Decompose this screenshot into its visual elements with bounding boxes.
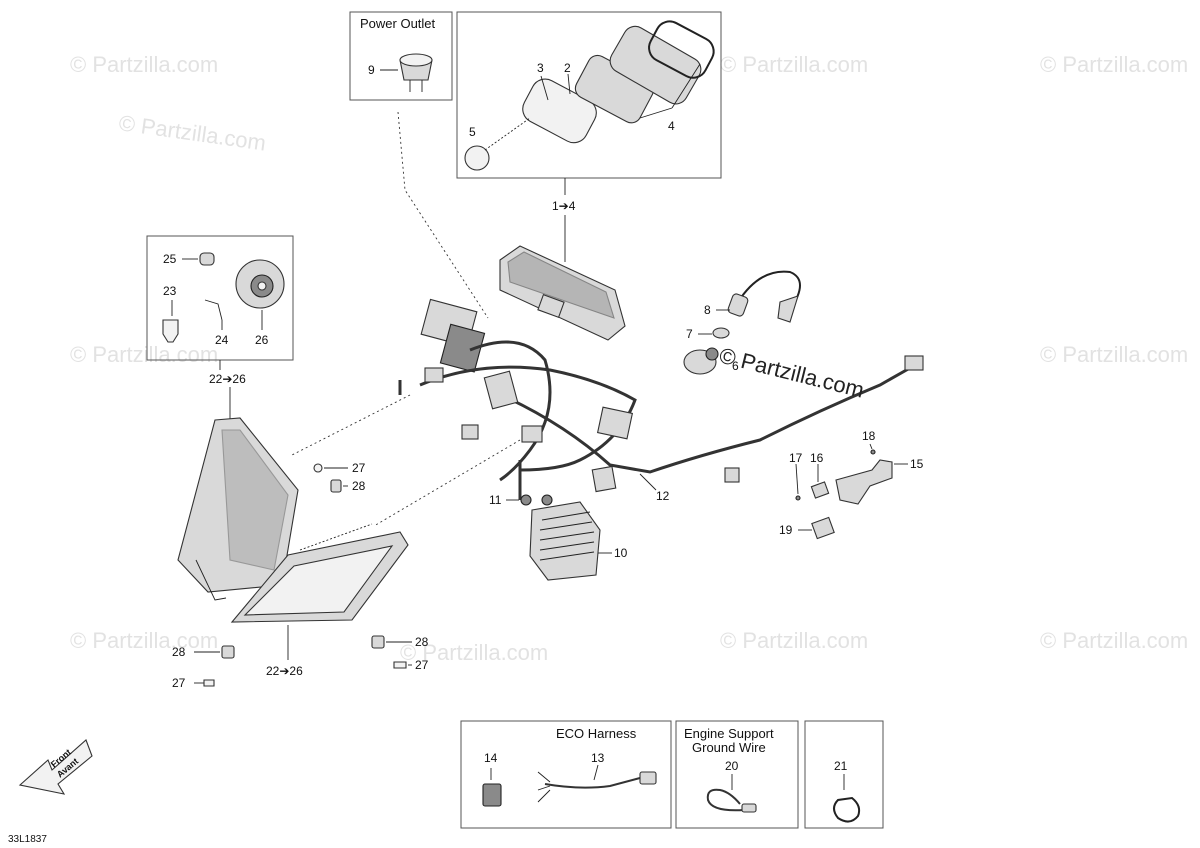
watermark: © Partzilla.com (70, 342, 218, 367)
engine-support-title-line1: Engine Support (684, 726, 774, 741)
watermark: © Partzilla.com (1040, 52, 1188, 77)
instrument-cluster (499, 245, 626, 341)
callout-27-left: 27 (172, 676, 186, 690)
left-headlight (177, 417, 299, 601)
right-headlight (230, 523, 409, 623)
watermark: © Partzilla.com (720, 52, 868, 77)
callout-28-left: 28 (172, 645, 186, 659)
main-watermark: © Partzilla.com (717, 343, 867, 403)
callout-24: 24 (215, 333, 229, 347)
watermark: © Partzilla.com (70, 52, 218, 77)
callout-10: 10 (614, 546, 628, 560)
callout-15: 15 (910, 457, 924, 471)
watermark: © Partzilla.com (400, 640, 548, 665)
front-direction-arrow: Front Avant (18, 739, 93, 795)
callout-22-to-26-bottom: 22➔26 (266, 664, 303, 678)
callout-18: 18 (862, 429, 876, 443)
instrument-cluster-box: 3 2 4 5 (456, 11, 722, 179)
callout-25: 25 (163, 252, 177, 266)
ignition-parts (683, 270, 801, 375)
diagram-code: 33L1837 (8, 834, 47, 845)
callout-20: 20 (725, 759, 739, 773)
callout-27-right: 27 (415, 658, 429, 672)
bracket-group (795, 449, 893, 540)
voltage-regulator (529, 501, 601, 581)
eco-harness-box: ECO Harness 14 13 (460, 720, 672, 829)
part-21-box: 21 (804, 720, 884, 829)
callout-28-middle: 28 (352, 479, 366, 493)
watermark: © Partzilla.com (720, 628, 868, 653)
main-harness (398, 298, 924, 500)
callout-1-to-4: 1➔4 (552, 199, 576, 213)
callout-8: 8 (704, 303, 711, 317)
watermark: © Partzilla.com (1040, 628, 1188, 653)
callout-27-middle: 27 (352, 461, 366, 475)
callout-22-to-26-top: 22➔26 (209, 372, 246, 386)
callout-5: 5 (469, 125, 476, 139)
callout-11: 11 (489, 493, 502, 507)
power-outlet-title: Power Outlet (360, 16, 436, 31)
callout-14: 14 (484, 751, 498, 765)
callout-21: 21 (834, 759, 848, 773)
callout-4: 4 (668, 119, 675, 133)
headlight-bulb-box: 25 26 24 23 (146, 235, 294, 361)
callout-7: 7 (686, 327, 693, 341)
callout-28-right: 28 (415, 635, 429, 649)
engine-support-title-line2: Ground Wire (692, 740, 766, 755)
engine-support-ground-wire-box: Engine Support Ground Wire 20 (675, 720, 799, 829)
callout-6: 6 (732, 359, 739, 373)
callout-9: 9 (368, 63, 375, 77)
watermark: © Partzilla.com (1040, 342, 1188, 367)
callout-17: 17 (789, 451, 803, 465)
callout-13: 13 (591, 751, 605, 765)
callout-12: 12 (656, 489, 670, 503)
callout-23: 23 (163, 284, 177, 298)
watermark: © Partzilla.com (70, 628, 218, 653)
callout-2: 2 (564, 61, 571, 75)
callout-19: 19 (779, 523, 793, 537)
callout-26: 26 (255, 333, 269, 347)
eco-harness-title: ECO Harness (556, 726, 637, 741)
power-outlet-box: Power Outlet 9 (349, 11, 453, 101)
watermark: © Partzilla.com (117, 110, 267, 155)
callout-16: 16 (810, 451, 824, 465)
callout-3: 3 (537, 61, 544, 75)
